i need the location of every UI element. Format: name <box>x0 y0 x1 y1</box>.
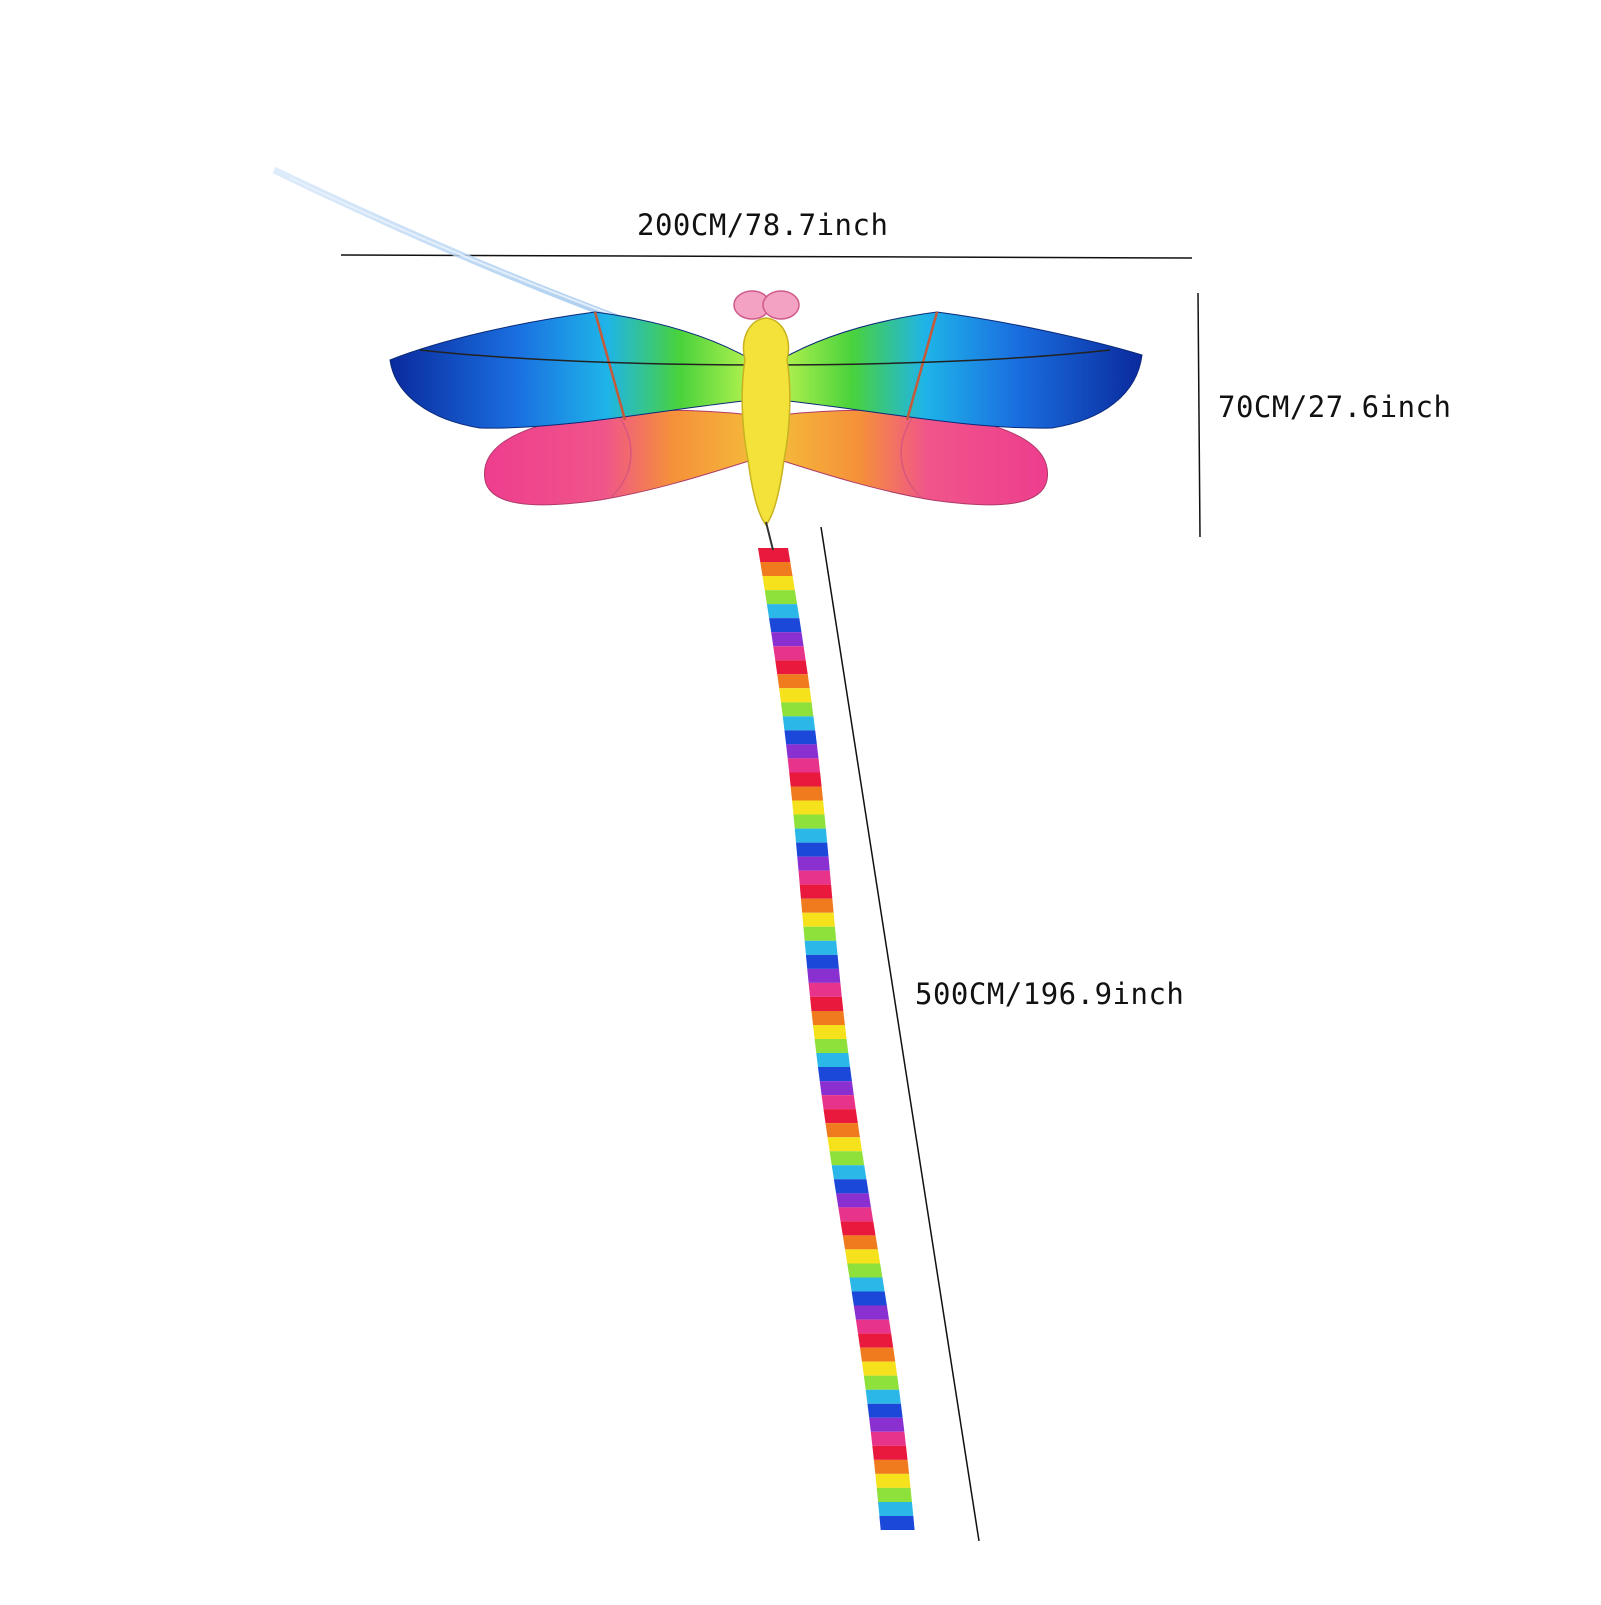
tail-segment <box>849 1277 885 1292</box>
tail-segment <box>811 1010 845 1025</box>
tail-segment <box>833 1179 869 1194</box>
tail-segment <box>870 1431 906 1446</box>
tail-dimension-line <box>820 526 980 1542</box>
tail-segment <box>813 1024 847 1039</box>
tail-segment <box>789 772 822 787</box>
tail-segment <box>825 1123 860 1138</box>
tail-segment <box>827 1137 863 1152</box>
left-lower-wing-panel <box>609 417 632 499</box>
tail-segment <box>798 870 832 885</box>
tail-segment <box>847 1263 883 1278</box>
tail-segment <box>802 912 835 927</box>
tail-segment <box>796 842 829 857</box>
rainbow-tail <box>758 521 915 1530</box>
tail-segment <box>760 562 793 577</box>
tail-segment <box>861 1361 898 1376</box>
tail-segment <box>857 1333 894 1348</box>
tail-segment <box>805 954 839 969</box>
tail-segment <box>794 828 828 843</box>
tail-segment <box>764 590 798 605</box>
tail-segment <box>804 940 838 955</box>
tail-segment <box>855 1319 892 1334</box>
tail-segment <box>758 548 791 563</box>
width-dimension-line <box>340 254 1193 259</box>
tail-segment <box>863 1375 900 1390</box>
tail-segment <box>762 576 795 591</box>
height-dimension-line <box>1197 292 1201 538</box>
right-upper-wing <box>779 311 1143 429</box>
tail-segment <box>816 1053 851 1068</box>
tail-segment <box>803 926 837 941</box>
tail-segment <box>821 1095 856 1110</box>
tail-segment <box>875 1473 911 1488</box>
tail-segment <box>814 1039 849 1054</box>
tail-segment <box>784 730 817 745</box>
tail-segment <box>823 1109 858 1124</box>
tail-segment <box>766 604 800 619</box>
tail-segment <box>787 758 821 773</box>
tail-segment <box>845 1249 881 1264</box>
tail-segment <box>769 618 802 633</box>
right-eye <box>762 290 800 320</box>
kite-body <box>741 317 791 527</box>
tail-segment <box>780 702 814 717</box>
tail-segment <box>878 1501 914 1516</box>
tail-segment <box>853 1305 890 1320</box>
tail-segment <box>790 786 824 801</box>
tail-segment <box>808 982 842 997</box>
tail-segment <box>859 1347 896 1362</box>
tail-segment <box>819 1081 854 1096</box>
tail-connector <box>765 521 774 551</box>
right-lower-wing-panel <box>900 417 923 499</box>
tail-segment <box>810 996 844 1011</box>
tail-segment <box>773 646 806 661</box>
tail-segment <box>800 898 834 913</box>
tail-segment <box>786 744 819 759</box>
tail-segment <box>836 1193 871 1208</box>
tail-segment <box>782 716 816 731</box>
tail-segment <box>777 674 810 689</box>
tail-segment <box>867 1403 903 1418</box>
tail-segment <box>873 1459 910 1474</box>
tail-segment <box>779 688 812 703</box>
right-spar <box>905 311 939 421</box>
tail-segment <box>829 1151 865 1166</box>
tail-segment <box>793 814 826 829</box>
tail-segment <box>879 1515 915 1530</box>
tail-segment <box>792 800 825 815</box>
tail-segment <box>838 1207 874 1222</box>
tail-segment <box>842 1235 878 1250</box>
tail-segment <box>831 1165 867 1180</box>
tail-segment <box>872 1445 908 1460</box>
tail-segment <box>799 884 833 899</box>
left-spar <box>593 311 627 421</box>
tail-segment <box>876 1487 912 1502</box>
tail-segment <box>771 632 804 647</box>
tail-segment <box>851 1291 887 1306</box>
tail-segment <box>797 856 830 871</box>
tail-segment <box>817 1067 852 1082</box>
tail-dimension-label: 500CM/196.9inch <box>915 977 1185 1011</box>
left-upper-wing <box>389 311 753 429</box>
tail-segment <box>840 1221 876 1236</box>
tail-segment <box>865 1389 901 1404</box>
width-dimension-label: 200CM/78.7inch <box>637 208 889 242</box>
tail-segment <box>775 660 808 675</box>
height-dimension-label: 70CM/27.6inch <box>1218 390 1452 424</box>
tail-segment <box>807 968 841 983</box>
tail-segment <box>869 1417 905 1432</box>
